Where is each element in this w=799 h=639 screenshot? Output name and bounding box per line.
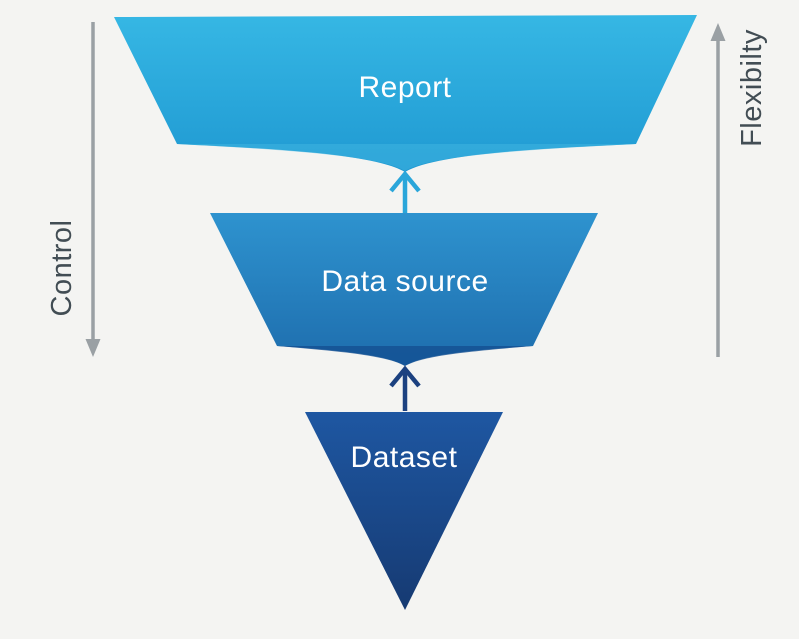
control-axis-label: Control bbox=[46, 220, 78, 317]
datasource-fold-shading bbox=[277, 346, 533, 366]
report-label: Report bbox=[358, 71, 451, 104]
arrow-up-datasource-to-report-icon bbox=[389, 170, 421, 213]
dataset-label: Dataset bbox=[351, 441, 458, 474]
datasource-label: Data source bbox=[321, 265, 488, 298]
control-axis-arrow-icon bbox=[85, 22, 101, 357]
funnel-level-datasource-shape bbox=[210, 213, 598, 366]
funnel-level-report-shape bbox=[114, 15, 697, 172]
report-fold-shading bbox=[177, 144, 636, 171]
flexibility-axis-label: Flexibilty bbox=[736, 29, 768, 147]
funnel-level-dataset-shape bbox=[305, 412, 503, 610]
arrow-up-dataset-to-datasource-icon bbox=[389, 365, 421, 411]
flexibility-axis-arrow-icon bbox=[710, 23, 726, 357]
